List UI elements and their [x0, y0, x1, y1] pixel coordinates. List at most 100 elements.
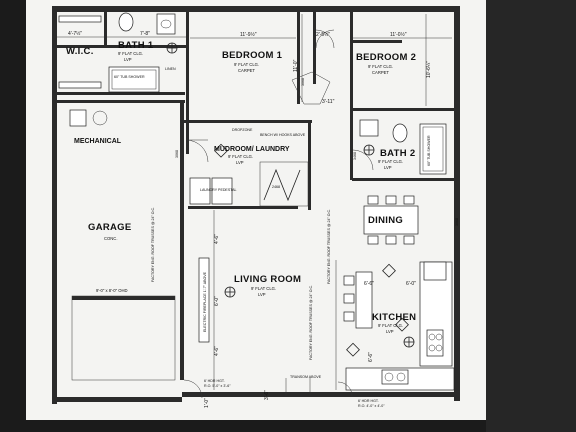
room-label-garage: GARAGE — [88, 222, 132, 233]
furnace-icon — [92, 110, 108, 126]
washer-icon — [189, 177, 211, 205]
pendant-icon — [214, 143, 228, 158]
dim-closet-width: 2'-5½" — [316, 31, 330, 38]
note-window2: R.O. 4'-0" x 4'-0" — [358, 404, 385, 408]
dimension-lines — [52, 14, 452, 390]
bath2-ceiling: 9' FLAT CLG. — [378, 159, 403, 164]
exterior-walls — [52, 6, 460, 404]
dim-bedroom2-width: 11'-0½" — [390, 31, 407, 38]
water-heater-icon — [69, 109, 87, 127]
room-label-bedroom2: BEDROOM 2 — [356, 52, 416, 63]
mudroom-floor: LVP — [236, 160, 244, 165]
interior-walls — [57, 12, 454, 380]
dimension-labels: 4'-7½" 7'-8" 11'-9½" 11'-0½" 2'-5½" 10'-… — [68, 30, 432, 408]
dim-wic-width: 4'-7½" — [68, 30, 82, 37]
dim-bedroom1-depth: 11'-0" — [293, 59, 299, 72]
bath1-ceiling: 9' FLAT CLG. — [118, 51, 143, 56]
vanity-sink-icon — [156, 13, 176, 35]
note-header1: 6' HDR HGT. — [204, 379, 225, 383]
note-truss-right: FACTORY ENG. ROOF TRUSSES @ 24" O.C. — [327, 209, 331, 284]
note-garage-door: 9'-0" x 8'-0" OHD — [96, 288, 128, 293]
bedroom1-floor: CARPET — [238, 68, 255, 73]
wic-shelf-lower — [58, 81, 102, 89]
toilet-icon — [118, 12, 134, 32]
room-label-bath1: BATH 1 — [118, 40, 154, 51]
dim-bottom-left: 1'-0" — [204, 398, 210, 408]
room-label-mechanical: MECHANICAL — [74, 138, 122, 145]
garage-door-swing-zone — [71, 295, 176, 381]
dim-hall-width: 3'-11" — [322, 99, 335, 105]
note-truss-left: FACTORY ENG. ROOF TRUSSES @ 24" O.C. — [151, 207, 155, 282]
note-transom: TRANSOM ABOVE — [290, 375, 322, 379]
dim-bath1-width: 7'-8" — [140, 31, 150, 37]
monitor-right-edge — [486, 0, 576, 432]
note-truss-living: FACTORY ENG. ROOF TRUSSES @ 24" O.C. — [309, 285, 313, 360]
light-icon — [363, 144, 375, 156]
door-tag: 3068 — [175, 150, 179, 158]
light-fixtures — [166, 42, 415, 357]
toilet-2-icon — [392, 123, 408, 143]
light-icon — [224, 286, 236, 298]
door-tag: 3468 — [353, 152, 357, 160]
bedroom2-floor: CARPET — [372, 70, 389, 75]
range-icon — [426, 329, 444, 357]
dining-table-icon — [363, 205, 419, 235]
living-floor: LVP — [258, 292, 266, 297]
vanity-sink-2-icon — [359, 119, 379, 137]
bath1-floor: LVP — [124, 57, 132, 62]
kitchen-island-icon — [355, 271, 373, 329]
fixtures — [58, 12, 455, 391]
kitchen-ceiling: 9' FLAT CLG. — [378, 323, 403, 328]
note-header2: 6' HDR HGT. — [358, 399, 379, 403]
dryer-icon — [211, 177, 233, 205]
dim-living-h2: 4'-6" — [214, 346, 220, 356]
dim-kitchen-h1: 6'-6" — [364, 281, 374, 287]
electric-fireplace-icon — [198, 257, 210, 343]
mudroom-ceiling: 9' FLAT CLG. — [228, 154, 253, 159]
note-laundry: LAUNDRY PEDESTAL — [200, 188, 237, 192]
garage-floor: CONC. — [104, 236, 118, 241]
room-label-kitchen: KITCHEN — [372, 312, 416, 323]
bath2-floor: LVP — [384, 165, 392, 170]
kitchen-floor: LVP — [386, 329, 394, 334]
dim-kitchen-h3: 6'-0" — [406, 281, 416, 287]
note-fireplace: ELECTRIC FIREPLACE 1'-7" ABOVE — [203, 271, 207, 332]
dim-bedroom1-width: 11'-9½" — [240, 31, 257, 38]
fridge-icon — [423, 261, 447, 281]
annotation-labels: 9'-0" x 8'-0" OHD ELECTRIC FIREPLACE 1'-… — [96, 67, 459, 408]
room-label-living: LIVING ROOM — [234, 274, 301, 285]
note-window1: R.O. 5'-0" x 3'-6" — [204, 384, 231, 388]
bedroom1-ceiling: 9' FLAT CLG. — [234, 62, 259, 67]
note-tub-shower: 60" TUB SHOWER — [114, 75, 145, 79]
dim-kitchen-h2: 6'-6" — [368, 352, 374, 362]
note-tub-2: 60" TUB SHOWER — [427, 135, 431, 166]
room-label-dining: DINING — [368, 215, 403, 226]
dim-living-h1: 6'-0" — [214, 296, 220, 306]
bedroom2-ceiling: 9' FLAT CLG. — [368, 64, 393, 69]
dim-bedroom2-depth: 10'-6¼" — [426, 61, 432, 78]
pendant-icon — [395, 317, 409, 332]
note-linen: LINEN — [165, 67, 176, 71]
wic-shelf — [58, 15, 102, 23]
light-icon — [403, 336, 415, 348]
dim-bottom-mid: 3'-6" — [264, 390, 270, 400]
door-tag: 2468 — [272, 185, 280, 189]
dim-mudroom-h1: 4'-6" — [214, 234, 220, 244]
pendant-icon — [382, 263, 396, 278]
tub-shower-icon — [108, 66, 160, 93]
room-label-mudroom: MUDROOM/ LAUNDRY — [214, 146, 290, 153]
room-label-bath2: BATH 2 — [380, 148, 415, 159]
room-label-wic: W.I.C. — [66, 46, 94, 57]
note-dropzone: DROPZONE — [232, 128, 253, 132]
room-labels: W.I.C. BATH 1 9' FLAT CLG. LVP BEDROOM 1… — [66, 40, 416, 334]
door-tag: 3068 — [455, 218, 459, 226]
tub-2-icon — [419, 123, 447, 175]
light-icon — [166, 42, 178, 54]
kitchen-sink-icon — [381, 369, 409, 385]
door-tag: 3068 — [301, 78, 305, 86]
note-bench: BENCH W/ HOOKS ABOVE — [260, 133, 306, 137]
mudroom-stair-icon — [259, 161, 309, 207]
pendant-icon — [346, 342, 360, 357]
room-label-bedroom1: BEDROOM 1 — [222, 50, 283, 61]
